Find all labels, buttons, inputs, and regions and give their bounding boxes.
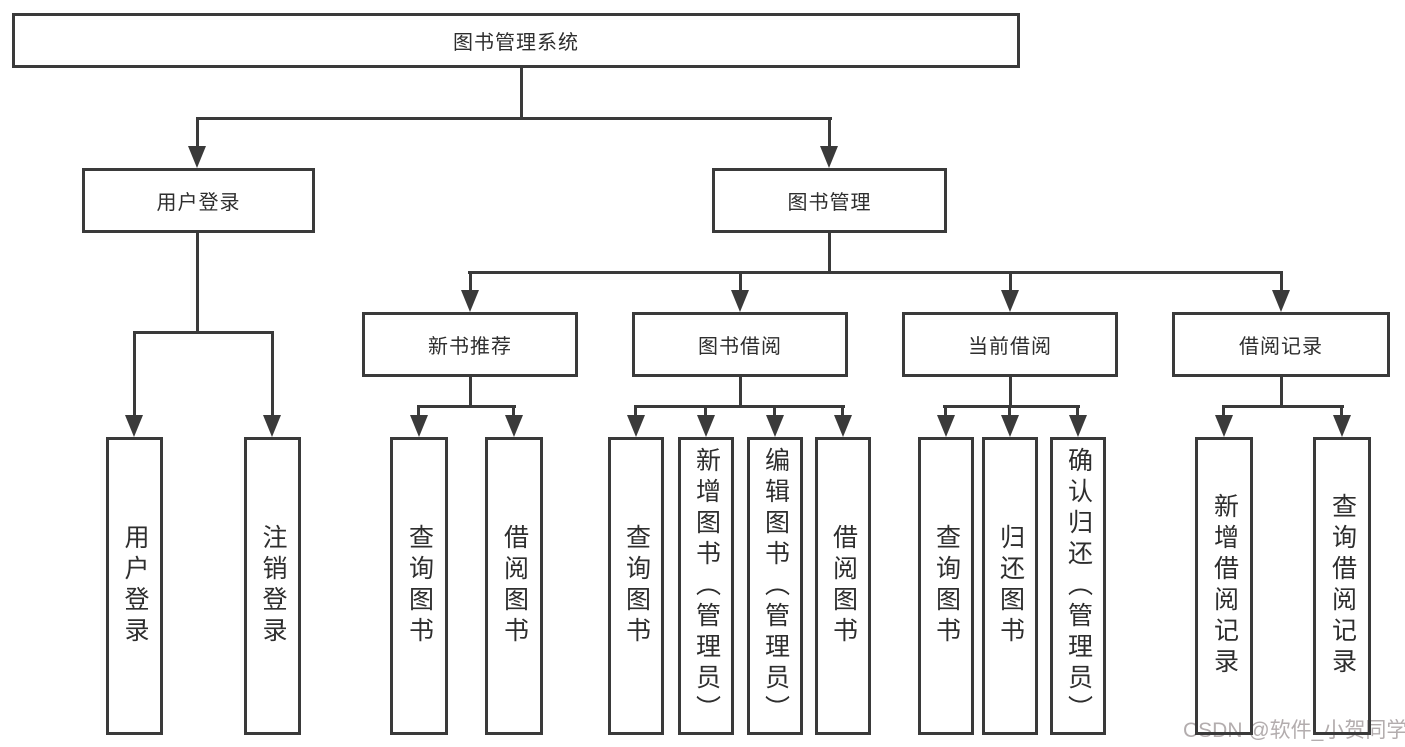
connector-line — [468, 271, 1282, 274]
connector-line — [1222, 405, 1225, 417]
leaf-borrow-borrow: 借阅图书 — [815, 437, 871, 735]
leaf-current-return: 归还图书 — [982, 437, 1038, 735]
leaf-label: 查询图书 — [932, 524, 961, 648]
arrowhead-down — [1272, 290, 1290, 312]
leaf-newbook-query: 查询图书 — [390, 437, 448, 735]
leaf-label: 新增图书（管理员） — [692, 446, 721, 726]
node-user-login: 用户登录 — [82, 168, 315, 233]
connector-line — [1009, 377, 1012, 407]
leaf-current-query: 查询图书 — [918, 437, 974, 735]
arrowhead-down — [188, 146, 206, 168]
connector-line — [1280, 377, 1283, 407]
node-current-label: 当前借阅 — [968, 336, 1052, 358]
leaf-label: 查询图书 — [405, 524, 434, 648]
connector-line — [1340, 405, 1343, 417]
connector-line — [271, 331, 274, 415]
connector-line — [512, 405, 515, 417]
arrowhead-down — [731, 290, 749, 312]
node-current: 当前借阅 — [902, 312, 1118, 377]
connector-line — [417, 405, 516, 408]
node-new-book: 新书推荐 — [362, 312, 578, 377]
connector-line — [196, 233, 199, 333]
leaf-label: 确认归还（管理员） — [1064, 446, 1093, 726]
connector-line — [635, 405, 845, 408]
leaf-current-confirm: 确认归还（管理员） — [1050, 437, 1106, 735]
arrowhead-down — [627, 415, 645, 437]
node-new-book-label: 新书推荐 — [428, 336, 512, 358]
csdn-watermark: CSDN @软件_小贺同学 — [1183, 719, 1405, 742]
connector-line — [1009, 271, 1012, 291]
connector-line — [739, 377, 742, 407]
leaf-records-add: 新增借阅记录 — [1195, 437, 1253, 735]
leaf-newbook-borrow: 借阅图书 — [485, 437, 543, 735]
leaf-user-login: 用户登录 — [106, 437, 163, 735]
connector-line — [828, 117, 831, 147]
arrowhead-down — [461, 290, 479, 312]
arrowhead-down — [766, 415, 784, 437]
leaf-label: 查询图书 — [622, 524, 651, 648]
leaf-label: 新增借阅记录 — [1210, 493, 1239, 679]
connector-line — [1076, 405, 1079, 417]
arrowhead-down — [410, 415, 428, 437]
leaf-label: 用户登录 — [121, 524, 149, 648]
leaf-label: 借阅图书 — [500, 524, 529, 648]
connector-line — [196, 117, 199, 147]
arrowhead-down — [1069, 415, 1087, 437]
node-root-label: 图书管理系统 — [453, 32, 579, 54]
connector-line — [196, 117, 832, 120]
leaf-label: 编辑图书（管理员） — [761, 446, 790, 726]
node-records: 借阅记录 — [1172, 312, 1390, 377]
arrowhead-down — [263, 415, 281, 437]
arrowhead-down — [125, 415, 143, 437]
leaf-label: 查询借阅记录 — [1328, 493, 1357, 679]
node-book-mgmt: 图书管理 — [712, 168, 947, 233]
connector-line — [943, 405, 1080, 408]
leaf-logout: 注销登录 — [244, 437, 301, 735]
arrowhead-down — [820, 146, 838, 168]
connector-line — [828, 233, 831, 274]
node-borrow: 图书借阅 — [632, 312, 848, 377]
node-root: 图书管理系统 — [12, 13, 1020, 68]
leaf-borrow-add: 新增图书（管理员） — [678, 437, 734, 735]
leaf-label: 归还图书 — [996, 524, 1025, 648]
connector-line — [1222, 405, 1344, 408]
connector-line — [1008, 405, 1011, 417]
connector-line — [520, 68, 523, 120]
connector-line — [1280, 271, 1283, 291]
connector-line — [704, 405, 707, 417]
node-book-mgmt-label: 图书管理 — [787, 192, 872, 214]
arrowhead-down — [1001, 290, 1019, 312]
leaf-records-query: 查询借阅记录 — [1313, 437, 1371, 735]
arrowhead-down — [505, 415, 523, 437]
connector-line — [133, 331, 274, 334]
leaf-borrow-edit: 编辑图书（管理员） — [747, 437, 803, 735]
node-borrow-label: 图书借阅 — [698, 336, 782, 358]
connector-line — [417, 405, 420, 417]
connector-line — [739, 271, 742, 291]
connector-line — [469, 377, 472, 407]
arrowhead-down — [1215, 415, 1233, 437]
connector-line — [469, 271, 472, 291]
connector-line — [133, 331, 136, 415]
arrowhead-down — [1001, 415, 1019, 437]
connector-line — [841, 405, 844, 417]
arrowhead-down — [1333, 415, 1351, 437]
node-user-login-label: 用户登录 — [156, 192, 241, 214]
arrowhead-down — [937, 415, 955, 437]
connector-line — [773, 405, 776, 417]
connector-line — [944, 405, 947, 417]
connector-line — [634, 405, 637, 417]
arrowhead-down — [697, 415, 715, 437]
leaf-label: 注销登录 — [259, 524, 287, 648]
leaf-label: 借阅图书 — [829, 524, 858, 648]
leaf-borrow-query: 查询图书 — [608, 437, 664, 735]
arrowhead-down — [834, 415, 852, 437]
node-records-label: 借阅记录 — [1239, 336, 1323, 358]
